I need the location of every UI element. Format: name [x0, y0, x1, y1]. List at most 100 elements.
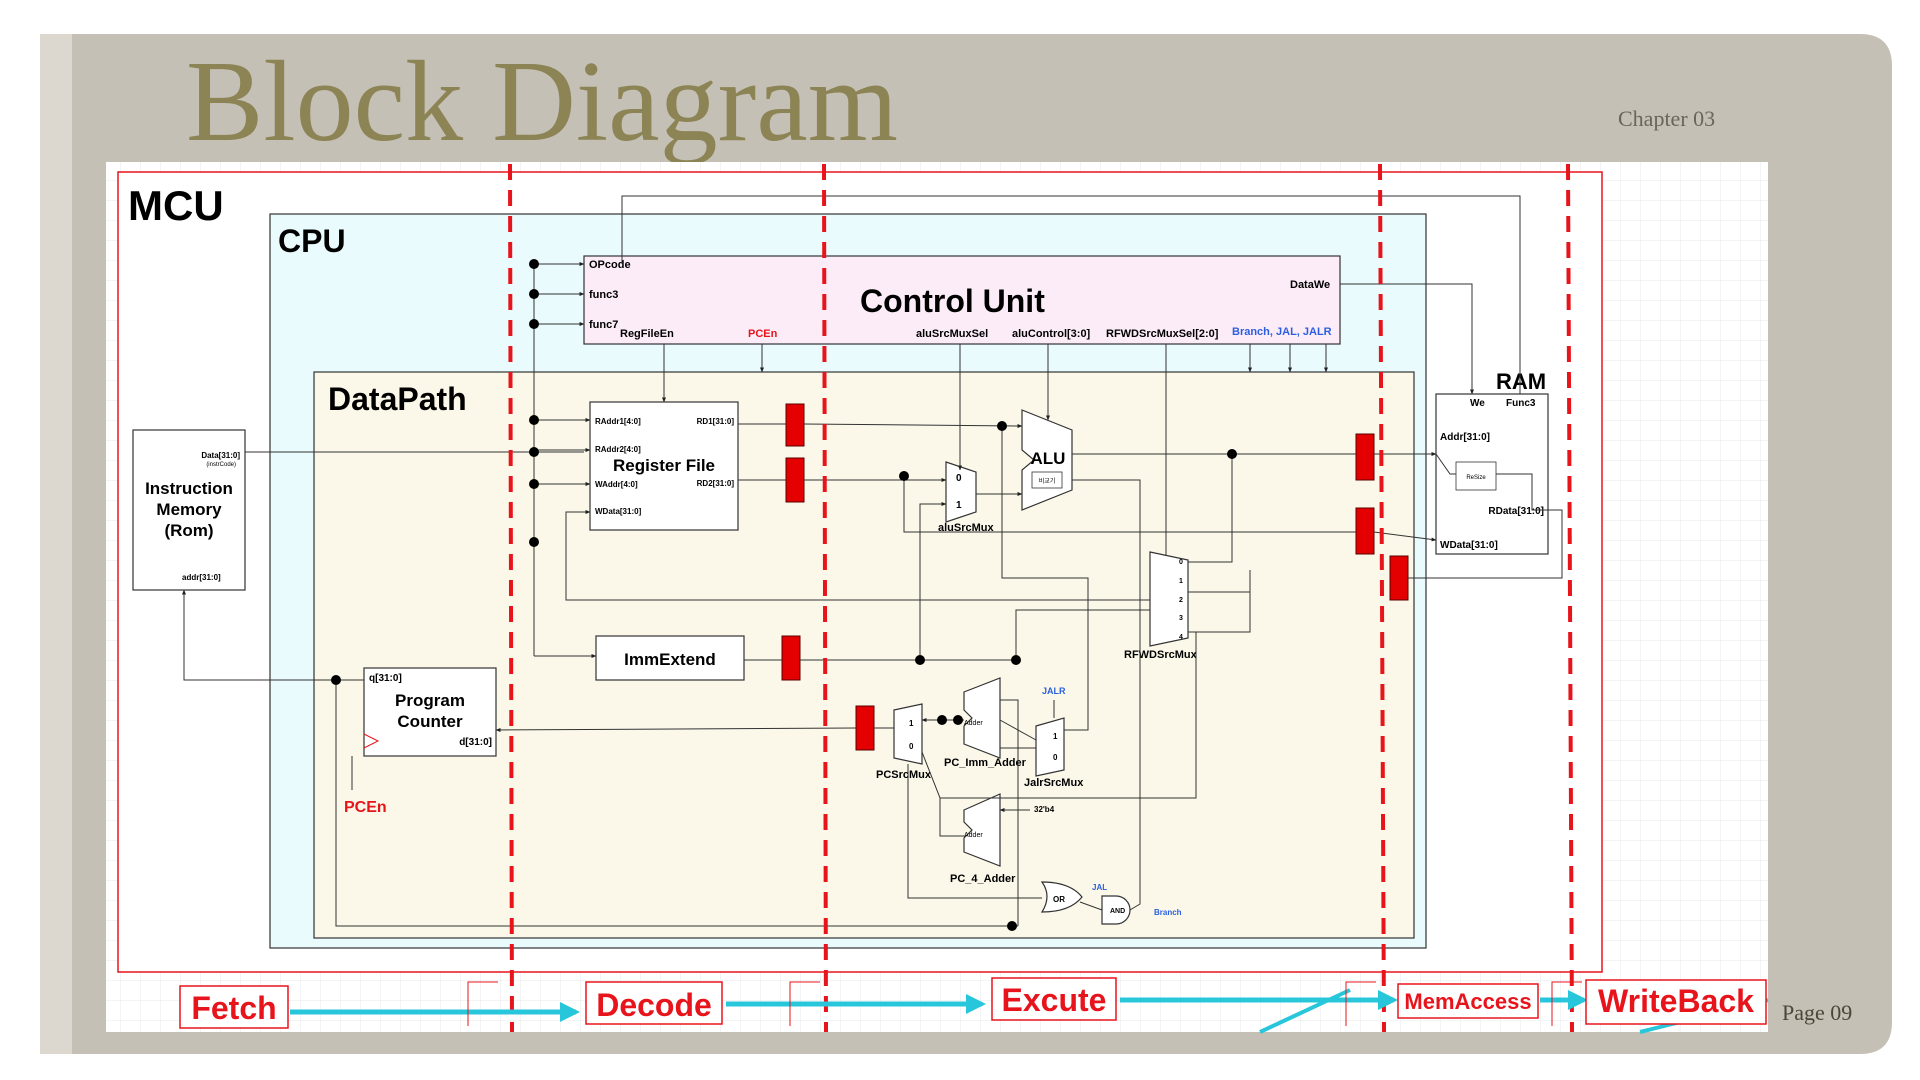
- wire-wdata: [1373, 531, 1437, 542]
- dot-15: [953, 715, 963, 725]
- jalrsrcmux: 1 0 JALR JalrSrcMux: [1024, 686, 1084, 789]
- wire-pc-down: [335, 680, 1018, 927]
- pc-4-adder-label: PC_4_Adder: [950, 873, 1016, 885]
- im-line2: Memory: [156, 500, 222, 519]
- pc-4-adder: Adder 32'b4 PC_4_Adder: [950, 793, 1055, 885]
- pc-pcen: PCEn: [344, 799, 387, 816]
- pc-imm-adder-shape: [963, 677, 1001, 759]
- alusrcmux-shape: [945, 461, 977, 523]
- cu-rfwdsrcmuxsel: RFWDSrcMuxSel[2:0]: [1106, 328, 1219, 340]
- or-gate: OR JAL: [1040, 881, 1107, 913]
- slide-left-strip: [40, 34, 76, 1054]
- ram-func3: Func3: [1506, 398, 1536, 409]
- alu: ALU 비교기: [1021, 409, 1073, 511]
- im-line1: Instruction: [145, 479, 233, 498]
- rf-rd2: RD2[31:0]: [697, 479, 735, 488]
- rfwd-in4: 4: [1179, 634, 1183, 641]
- or-gate-shape: [1040, 881, 1083, 913]
- pc-4-adder-shape: [963, 793, 1001, 867]
- pcsrcmux-shape: [893, 703, 923, 765]
- pipeline-stages: Fetch Decode Excute MemAccess WriteBack: [179, 977, 1769, 1034]
- wire-ram-resize: [1435, 453, 1548, 511]
- alu-label: ALU: [1031, 449, 1066, 468]
- alusrcmux-label: aluSrcMux: [938, 522, 995, 534]
- instruction-memory: Instruction Memory (Rom) Data[31:0] (ins…: [132, 429, 246, 591]
- ram: RAM We Func3 Addr[31:0] WData[31:0] RDat…: [1435, 369, 1549, 555]
- immextend-label: ImmExtend: [624, 650, 716, 669]
- rf-raddr2: RAddr2[4:0]: [595, 445, 641, 454]
- ram-addr: Addr[31:0]: [1440, 432, 1490, 443]
- pcsrcmux-in1: 1: [909, 719, 914, 728]
- pc-line2: Counter: [397, 712, 463, 731]
- divider-execute-mem: [1378, 163, 1386, 1033]
- rf-wdata: WData[31:0]: [595, 507, 642, 516]
- jalrsrcmux-sel: JALR: [1042, 686, 1066, 696]
- page-number: Page 09: [1782, 1000, 1852, 1025]
- ram-resize-label: ReSize: [1466, 475, 1486, 481]
- alusrcmux-in0: 0: [956, 473, 962, 484]
- dot-13: [331, 675, 341, 685]
- pc-clock-icon: [363, 733, 380, 749]
- pipeline-register-rdata: [1389, 555, 1409, 601]
- dot-16: [1007, 921, 1017, 931]
- stage-writeback: WriteBack: [1598, 983, 1754, 1019]
- rf-title: Register File: [613, 456, 715, 475]
- and-gate-shape: [1101, 895, 1131, 925]
- pcsrcmux-in0: 0: [909, 742, 914, 751]
- dot-7: [529, 537, 539, 547]
- dot-3: [529, 319, 539, 329]
- wires: [182, 195, 1563, 927]
- divider-mem-writeback: [1566, 163, 1574, 1033]
- divider-decode-execute: [822, 163, 828, 1033]
- program-counter-box: [363, 667, 497, 757]
- jalrsrcmux-in1: 1: [1053, 732, 1058, 741]
- cu-pcen: PCEn: [748, 328, 778, 340]
- wire-alu-btaken: [1072, 479, 1141, 911]
- ram-resize-box: [1455, 461, 1497, 491]
- im-instrcode: (instrCode): [206, 462, 236, 468]
- datapath-label: DataPath: [328, 381, 467, 417]
- im-line3: (Rom): [164, 521, 213, 540]
- instruction-memory-box: [132, 429, 246, 591]
- rfwd-in2: 2: [1179, 597, 1183, 604]
- wire-or-to-pcsrc: [907, 764, 1042, 899]
- cu-alusrcmuxsel: aluSrcMuxSel: [916, 328, 988, 340]
- rfwdsrcmux-shape: [1149, 551, 1189, 647]
- slide-title: Block Diagram: [186, 38, 898, 166]
- wire-pc4-out: [940, 631, 1197, 799]
- rfwd-in0: 0: [1179, 559, 1183, 566]
- rfwd-in1: 1: [1179, 578, 1183, 585]
- dot-11: [915, 655, 925, 665]
- im-addr: addr[31:0]: [182, 573, 221, 582]
- wire-alu-to-rfwd: [1188, 454, 1233, 563]
- wire-datawe: [1340, 283, 1474, 395]
- pipeline-registers: [781, 403, 1409, 751]
- datapath-box: [313, 371, 1415, 939]
- wire-rd1-branch: [1001, 426, 1089, 731]
- pcsrcmux-label: PCSrcMux: [876, 769, 932, 781]
- stage-fetch: Fetch: [191, 990, 276, 1026]
- and-gate-branch: Branch: [1154, 908, 1182, 917]
- wire-imm-to-alusrc: [919, 502, 947, 660]
- rf-waddr: WAddr[4:0]: [595, 480, 638, 489]
- or-gate-label: OR: [1053, 895, 1065, 904]
- pipeline-register-pc: [855, 705, 875, 751]
- pc-line1: Program: [395, 691, 465, 710]
- program-counter: Program Counter q[31:0] d[31:0] PCEn: [344, 667, 497, 816]
- wire-rfwd-pcimm: [1188, 591, 1251, 633]
- alu-comparator: [1031, 471, 1063, 489]
- dot-8: [997, 421, 1007, 431]
- wire-pcsrc-to-pc: [495, 727, 857, 732]
- stage-fetch-box: [179, 985, 289, 1029]
- or-gate-jal: JAL: [1092, 883, 1107, 892]
- cu-branch-jal-jalr: Branch, JAL, JALR: [1232, 326, 1332, 338]
- immextend: ImmExtend: [595, 635, 745, 681]
- stage-step-1: [467, 981, 498, 1026]
- wire-rdata: [1408, 509, 1563, 579]
- stage-memaccess-box: [1397, 983, 1539, 1019]
- pc-imm-adder: Adder PC_Imm_Adder: [944, 677, 1027, 769]
- control-unit-box: [583, 255, 1341, 345]
- pc-q: q[31:0]: [369, 673, 402, 684]
- ram-rdata: RData[31:0]: [1488, 506, 1544, 517]
